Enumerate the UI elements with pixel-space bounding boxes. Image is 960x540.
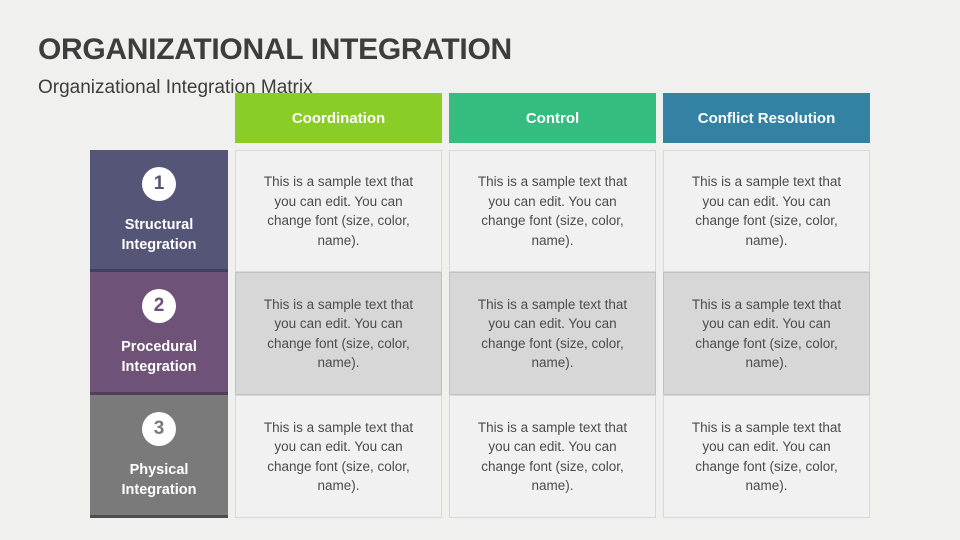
- matrix-cell-physical-coordination: This is a sample text that you can edit.…: [235, 395, 442, 518]
- matrix-cell-structural-control: This is a sample text that you can edit.…: [449, 150, 656, 272]
- cell-text: This is a sample text that you can edit.…: [263, 419, 414, 494]
- cell-text: This is a sample text that you can edit.…: [477, 174, 628, 248]
- matrix-cell-structural-conflict-resolution: This is a sample text that you can edit.…: [663, 150, 870, 272]
- integration-matrix: Coordination Control Conflict Resolution…: [90, 93, 870, 518]
- row-number: 3: [153, 418, 165, 439]
- column-header-control: Control: [449, 93, 656, 143]
- column-header-label: Conflict Resolution: [697, 109, 836, 127]
- row-number: 1: [153, 173, 165, 194]
- slide-title: ORGANIZATIONAL INTEGRATION: [38, 33, 512, 67]
- cell-text: This is a sample text that you can edit.…: [691, 174, 842, 248]
- row-number-badge: 1: [142, 167, 176, 201]
- matrix-header-row: Coordination Control Conflict Resolution: [90, 93, 870, 143]
- column-header-label: Coordination: [291, 109, 386, 127]
- corner-spacer: [90, 93, 228, 143]
- column-header-conflict-resolution: Conflict Resolution: [663, 93, 870, 143]
- row-header-label: Procedural Integration: [121, 339, 197, 375]
- slide-subtitle: Organizational Integration Matrix: [38, 76, 313, 98]
- cell-text: This is a sample text that you can edit.…: [477, 296, 628, 371]
- cell-text: This is a sample text that you can edit.…: [691, 419, 842, 494]
- matrix-cell-structural-coordination: This is a sample text that you can edit.…: [235, 150, 442, 272]
- matrix-cell-procedural-coordination: This is a sample text that you can edit.…: [235, 272, 442, 395]
- row-header-procedural-integration: 2 Procedural Integration: [90, 272, 228, 395]
- row-header-physical-integration: 3 Physical Integration: [90, 395, 228, 518]
- matrix-cell-procedural-conflict-resolution: This is a sample text that you can edit.…: [663, 272, 870, 395]
- matrix-cell-physical-control: This is a sample text that you can edit.…: [449, 395, 656, 518]
- matrix-row-structural: 1 Structural Integration This is a sampl…: [90, 150, 870, 272]
- column-header-label: Control: [525, 109, 580, 127]
- matrix-row-physical: 3 Physical Integration This is a sample …: [90, 395, 870, 518]
- cell-text: This is a sample text that you can edit.…: [263, 174, 414, 248]
- cell-text: This is a sample text that you can edit.…: [263, 296, 414, 371]
- column-header-coordination: Coordination: [235, 93, 442, 143]
- row-header-label: Physical Integration: [121, 462, 197, 498]
- row-number-badge: 3: [142, 412, 176, 446]
- matrix-cell-physical-conflict-resolution: This is a sample text that you can edit.…: [663, 395, 870, 518]
- matrix-cell-procedural-control: This is a sample text that you can edit.…: [449, 272, 656, 395]
- row-header-label: Structural Integration: [121, 217, 197, 253]
- row-header-structural-integration: 1 Structural Integration: [90, 150, 228, 272]
- row-number: 2: [153, 295, 165, 316]
- matrix-row-procedural: 2 Procedural Integration This is a sampl…: [90, 272, 870, 395]
- cell-text: This is a sample text that you can edit.…: [691, 296, 842, 371]
- row-number-badge: 2: [142, 289, 176, 323]
- cell-text: This is a sample text that you can edit.…: [477, 419, 628, 494]
